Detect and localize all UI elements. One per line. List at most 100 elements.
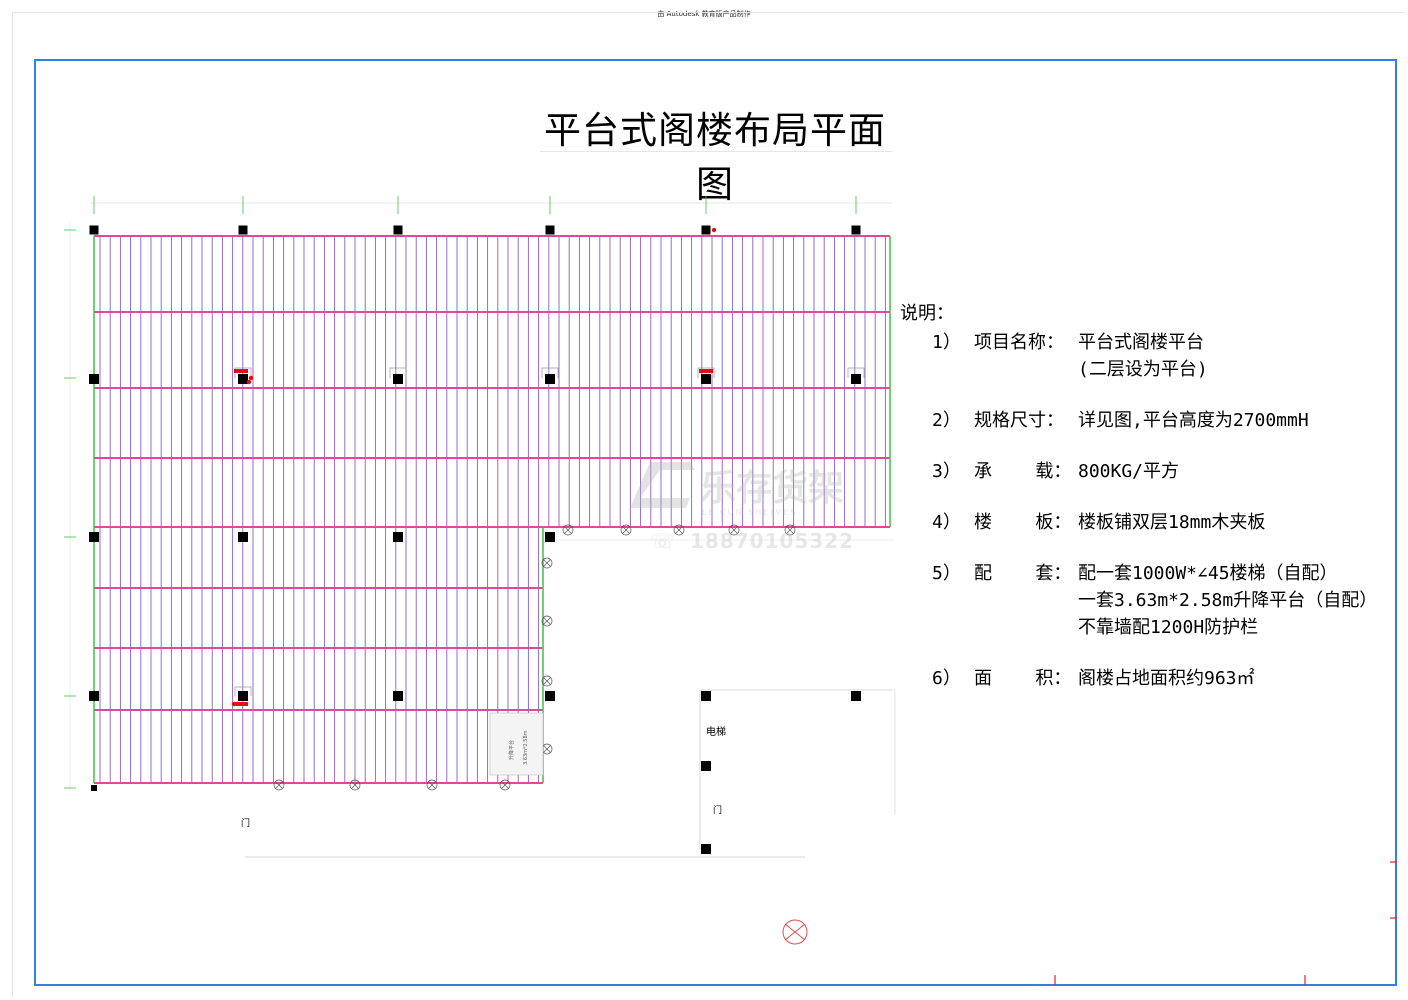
drawing-frame xyxy=(34,59,1397,986)
note-number: 2） xyxy=(932,410,961,431)
door-left-label: 门 xyxy=(241,817,250,829)
column-post xyxy=(545,225,555,235)
column-post xyxy=(701,374,711,384)
note-value: 800KG/平方 xyxy=(1078,461,1180,482)
column-post xyxy=(89,374,99,384)
note-item: 3） 承 载： 800KG/平方 xyxy=(932,458,1377,485)
note-item: 5）配 套：配一套1000W*∠45楼梯（自配）一套3.63m*2.58m升降平… xyxy=(932,560,1377,641)
note-value: 楼板铺双层18mm木夹板 xyxy=(1078,512,1266,533)
column-bracket xyxy=(389,367,407,378)
note-values: 详见图,平台高度为2700mmH xyxy=(1078,407,1309,434)
column-post xyxy=(238,691,248,701)
brace-circle xyxy=(728,524,740,536)
watermark-logo-mark xyxy=(630,462,695,508)
column-post xyxy=(393,691,403,701)
door-right-label: 门 xyxy=(713,804,722,816)
column-bracket xyxy=(234,686,252,696)
brace-cross xyxy=(730,526,738,534)
brace-marker xyxy=(426,779,438,791)
brace-circle xyxy=(499,779,511,791)
note-number: 1） xyxy=(932,332,961,353)
stair-marker-bar xyxy=(699,369,713,373)
note-number: 3） xyxy=(932,461,961,482)
brace-circle xyxy=(541,557,553,569)
note-value: 不靠墙配1200H防护栏 xyxy=(1078,617,1259,638)
brace-marker xyxy=(273,779,285,791)
note-values: 800KG/平方 xyxy=(1078,458,1179,485)
stair-marker xyxy=(782,919,808,945)
lift-platform-label: 升降平台 xyxy=(508,740,515,760)
brace-marker xyxy=(784,524,796,536)
note-value: 阁楼占地面积约963㎡ xyxy=(1078,668,1255,689)
column-post xyxy=(851,225,861,235)
column-post xyxy=(545,691,555,701)
watermark-brand: 乐存货架 xyxy=(700,468,844,509)
brace-marker xyxy=(728,524,740,536)
brace-cross xyxy=(622,526,630,534)
note-value: 配一套1000W*∠45楼梯（自配） xyxy=(1078,563,1338,584)
brace-cross xyxy=(501,781,509,789)
joist-group xyxy=(99,236,886,783)
brace-markers xyxy=(273,524,796,791)
note-item: 6）面 积：阁楼占地面积约963㎡ xyxy=(932,665,1377,692)
stair-marker-dot xyxy=(711,227,717,233)
brace-circle xyxy=(620,524,632,536)
brace-marker xyxy=(620,524,632,536)
note-values: 楼板铺双层18mm木夹板 xyxy=(1078,509,1265,536)
brace-circle xyxy=(541,615,553,627)
frame-right-ticks xyxy=(1054,861,1397,985)
brace-marker xyxy=(541,557,553,569)
beam-group xyxy=(94,235,890,784)
brace-circle xyxy=(541,675,553,687)
brace-cross xyxy=(543,559,551,567)
column-post xyxy=(393,374,403,384)
column-post xyxy=(701,225,711,235)
note-label: 楼 板： xyxy=(974,512,1072,533)
note-label: 项目名称： xyxy=(974,332,1064,353)
watermark-phone: 18870105322 xyxy=(690,529,854,553)
note-number: 5） xyxy=(932,563,961,584)
column-post xyxy=(238,374,248,384)
column-post xyxy=(851,374,861,384)
note-number: 6） xyxy=(932,668,961,689)
column-post xyxy=(393,225,403,235)
brace-circle xyxy=(673,524,685,536)
stair-marker-bar xyxy=(234,702,248,706)
note-item: 4）楼 板：楼板铺双层18mm木夹板 xyxy=(932,509,1377,536)
lift-platform-size: 3.63m*2.58m xyxy=(523,730,529,765)
column-bracket xyxy=(847,367,865,378)
brace-cross xyxy=(275,781,283,789)
column-post xyxy=(89,532,99,542)
sheet-border xyxy=(12,12,1405,997)
brace-cross xyxy=(543,745,551,753)
column-post xyxy=(238,225,248,235)
column-post xyxy=(91,785,97,791)
brace-circle xyxy=(784,524,796,536)
brace-marker xyxy=(499,779,511,791)
note-item: 2）规格尺寸：详见图,平台高度为2700mmH xyxy=(932,407,1377,434)
header-note: 由 Autodesk 教育版产品制作 xyxy=(657,10,751,18)
stair-marker-dot xyxy=(246,379,252,385)
column-post xyxy=(238,532,248,542)
column-post xyxy=(701,844,711,854)
note-value: 详见图,平台高度为2700mmH xyxy=(1078,410,1309,431)
brace-circle xyxy=(562,524,574,536)
note-label: 承 载： xyxy=(974,461,1072,482)
brace-circle xyxy=(426,779,438,791)
lift-platform-box xyxy=(489,712,544,776)
note-label: 配 套： xyxy=(974,563,1072,584)
note-item: 1）项目名称：平台式阁楼平台(二层设为平台) xyxy=(932,329,1377,383)
brace-marker xyxy=(349,779,361,791)
brace-cross xyxy=(351,781,359,789)
brace-marker xyxy=(562,524,574,536)
watermark-brand-en: LE CUN SHELVES xyxy=(702,508,797,517)
dimension-ticks xyxy=(64,196,892,790)
note-value: (二层设为平台) xyxy=(1078,359,1208,380)
column-post xyxy=(545,374,555,384)
column-post xyxy=(701,761,711,771)
wall-lines xyxy=(234,367,894,858)
column-post xyxy=(89,225,99,235)
red-markers xyxy=(231,227,717,707)
notes-panel: 说明： 1）项目名称：平台式阁楼平台(二层设为平台)2）规格尺寸：详见图,平台高… xyxy=(900,300,1377,716)
